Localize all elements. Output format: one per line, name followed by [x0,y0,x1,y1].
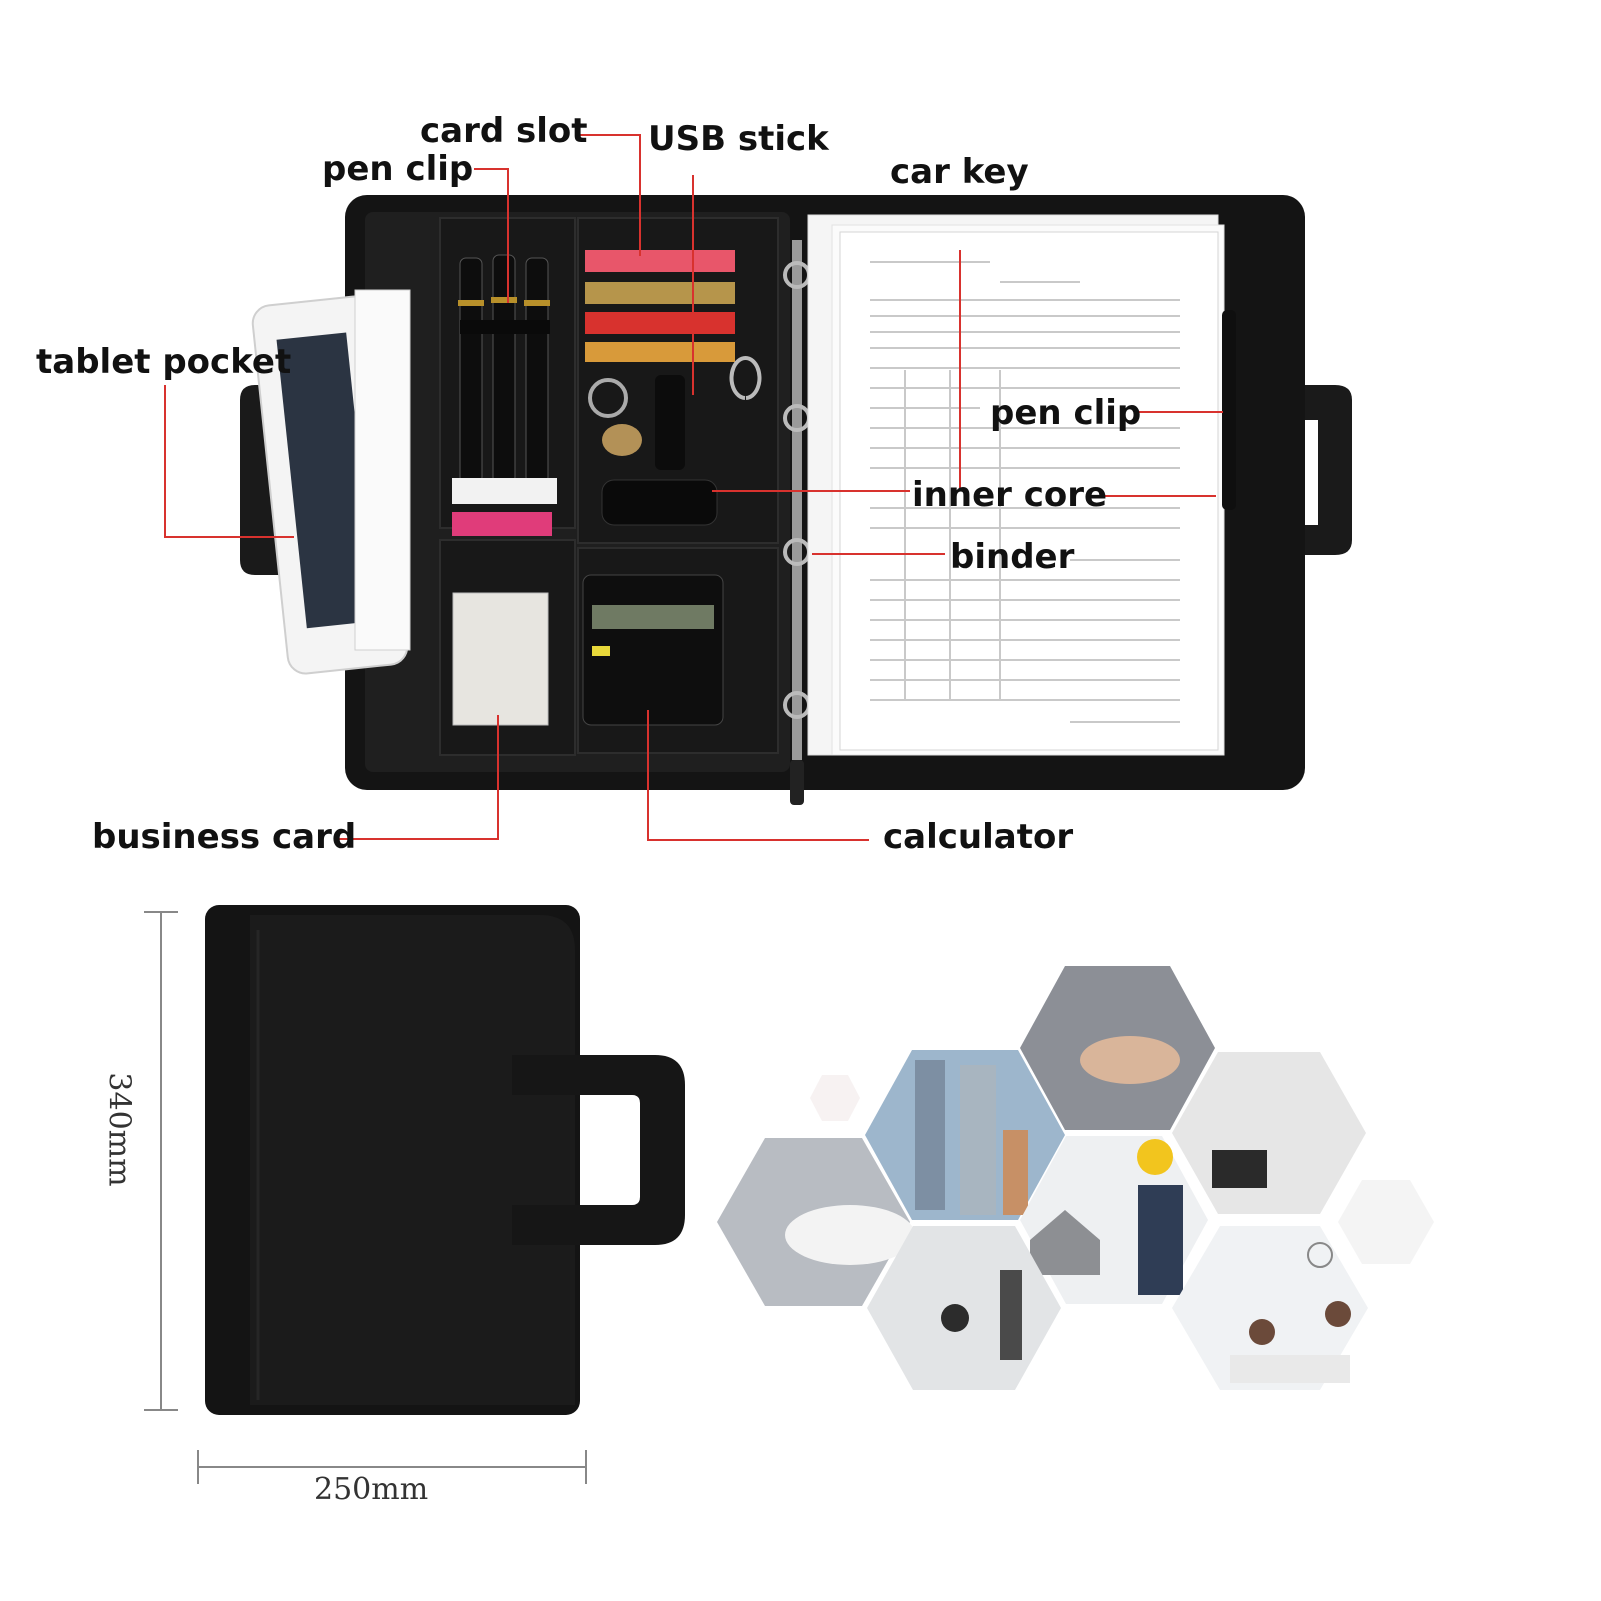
width-dimension-cap-right [585,1450,587,1484]
leader-pen-clip-h [474,168,508,170]
leader-pen-clip-v [507,168,509,303]
keys-icon [588,356,762,526]
right-handle [1280,385,1352,555]
leader-business-card-h [338,838,499,840]
label-tablet-pocket: tablet pocket [36,342,292,382]
width-dimension-label: 250mm [314,1472,429,1507]
hex-interior-scene [1172,1052,1366,1214]
document-text-lines [870,261,1180,723]
leader-calculator-v [647,710,649,840]
height-dimension-line [160,912,162,1410]
right-pen-icon [1222,310,1236,510]
closed-folio-handle [512,1055,685,1245]
leader-tablet-h [164,536,294,538]
leader-inner-core [1098,495,1216,497]
leader-car-key-v [959,250,961,490]
leader-usb-stick [692,175,694,395]
pens-icon [452,254,557,504]
label-calculator: calculator [883,817,1074,857]
width-dimension-line [198,1466,586,1468]
label-car-key: car key [890,152,1029,192]
document-sheets [807,214,1225,756]
leader-pen-clip-right [1135,411,1223,413]
cards-icon [452,250,735,536]
label-business-card: business card [92,817,357,857]
calculator-icon [582,574,724,726]
leader-tablet-v [164,385,166,537]
leader-binder [812,553,945,555]
label-inner-core: inner core [912,475,1108,515]
label-usb-stick: USB stick [648,119,829,159]
leader-card-slot-v [639,134,641,256]
leader-calculator-h [647,839,869,841]
label-binder: binder [950,537,1075,577]
label-pen-clip-right: pen clip [990,393,1142,433]
tablet-icon [251,289,411,675]
leader-car-key-h [712,490,910,492]
business-card-icon [452,592,549,726]
height-dimension-cap-bottom [144,1409,178,1411]
height-dimension-cap-top [144,911,178,913]
width-dimension-cap-left [197,1450,199,1484]
label-card-slot: card slot [420,111,588,151]
label-pen-clip-top: pen clip [322,149,474,189]
leader-card-slot-h [578,134,640,136]
leader-business-card-v [497,715,499,840]
